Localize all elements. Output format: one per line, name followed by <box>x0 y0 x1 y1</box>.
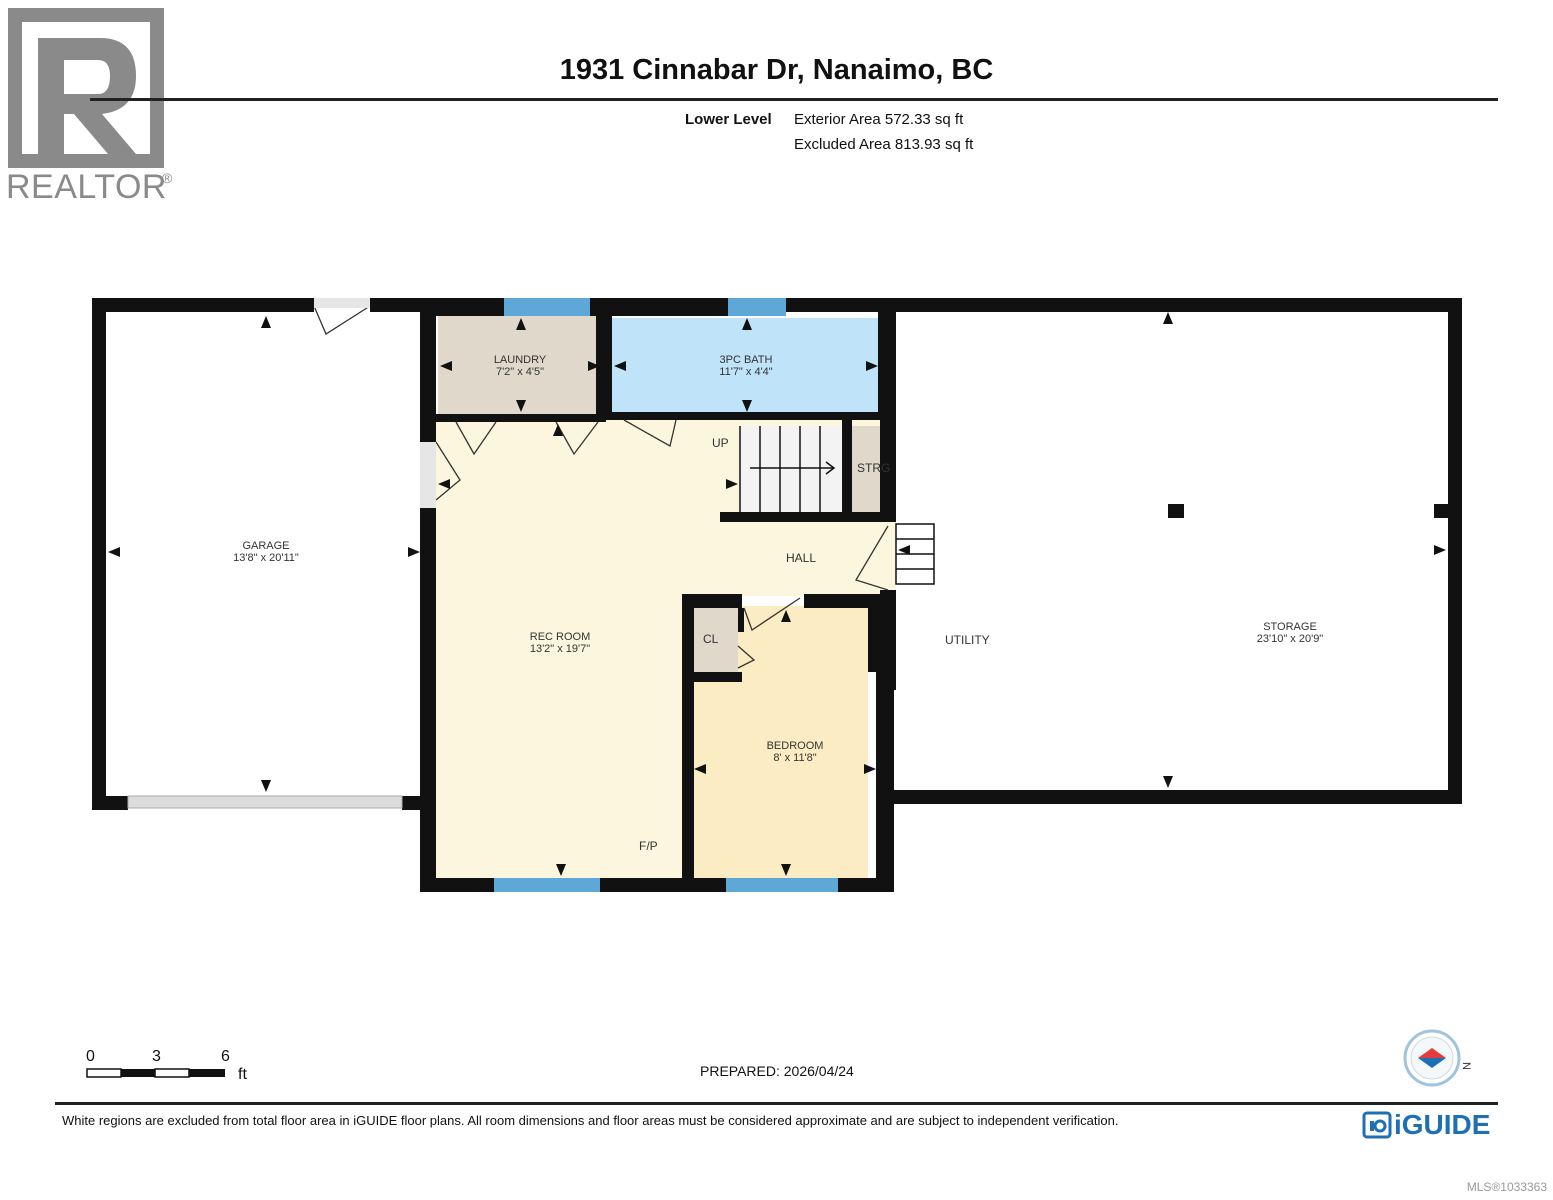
mls-number: MLS®1033363 <box>1466 1180 1547 1194</box>
level-name: Lower Level <box>685 111 772 128</box>
room-bedroom-dims: 8' x 11'8" <box>773 752 817 764</box>
scale-tick-3: 3 <box>152 1048 161 1065</box>
fireplace-label: F/P <box>639 839 658 853</box>
room-garage-dims: 13'8" x 20'11" <box>233 552 299 564</box>
scale-tick-0: 0 <box>86 1048 95 1065</box>
room-bath-dims: 11'7" x 4'4" <box>719 366 773 378</box>
rec-side-door <box>420 442 436 508</box>
header-rule <box>90 98 1498 101</box>
walls <box>92 298 1462 892</box>
closet-fill <box>694 608 738 674</box>
door-swings <box>313 305 889 669</box>
garage-door <box>127 795 403 809</box>
stairs-fill <box>740 426 844 512</box>
stairs <box>739 426 836 512</box>
room-strg: STRG <box>857 461 891 475</box>
scale-bar <box>86 1068 225 1078</box>
room-storage-dims: 23'10" x 20'9" <box>1256 633 1324 645</box>
registered-icon: ® <box>162 170 173 186</box>
room-bath: 3PC BATH 11'7" x 4'4" <box>696 354 796 378</box>
dimension-arrows <box>108 312 1446 876</box>
room-closet: CL <box>703 632 719 646</box>
realtor-logo <box>8 8 164 168</box>
stairs-up-label: UP <box>712 436 729 450</box>
scale-tick-6: 6 <box>221 1048 230 1065</box>
exterior-steps <box>895 523 935 585</box>
iguide-wordmark: iGUIDE <box>1394 1109 1491 1140</box>
iguide-mark-icon <box>1362 1111 1392 1139</box>
room-laundry-dims: 7'2" x 4'5" <box>495 366 545 378</box>
footer-rule <box>55 1102 1498 1105</box>
excluded-area: Excluded Area 813.93 sq ft <box>794 136 974 153</box>
room-rec-room: REC ROOM 13'2" x 19'7" <box>500 631 620 655</box>
room-rec-room-name: REC ROOM <box>529 631 591 643</box>
compass-label: N <box>1459 1062 1472 1070</box>
room-garage: GARAGE 13'8" x 20'11" <box>206 540 326 564</box>
room-bedroom: BEDROOM 8' x 11'8" <box>735 740 855 764</box>
windows <box>494 298 838 892</box>
rec-room-fill-lower <box>436 522 682 878</box>
realtor-wordmark: REALTOR <box>6 168 167 206</box>
garage-side-door <box>314 298 370 308</box>
iguide-logo: iGUIDE <box>1362 1109 1490 1141</box>
room-bath-name: 3PC BATH <box>719 354 773 366</box>
compass-icon <box>1403 1029 1461 1087</box>
bath-fill <box>612 318 880 414</box>
exterior-area: Exterior Area 572.33 sq ft <box>794 111 964 128</box>
room-storage: STORAGE 23'10" x 20'9" <box>1230 621 1350 645</box>
room-storage-name: STORAGE <box>1263 621 1317 633</box>
page-title: 1931 Cinnabar Dr, Nanaimo, BC <box>559 54 994 86</box>
hall-fill <box>682 522 896 596</box>
room-laundry: LAUNDRY 7'2" x 4'5" <box>470 354 570 378</box>
room-utility: UTILITY <box>945 633 990 647</box>
room-bedroom-name: BEDROOM <box>766 740 824 752</box>
room-hall: HALL <box>786 551 817 565</box>
room-garage-name: GARAGE <box>242 540 290 552</box>
realtor-r-icon <box>8 8 164 168</box>
prepared-date: PREPARED: 2026/04/24 <box>700 1063 854 1079</box>
floor-plan <box>92 298 1462 892</box>
room-rec-room-dims: 13'2" x 19'7" <box>529 643 591 655</box>
footer-disclaimer: White regions are excluded from total fl… <box>62 1113 1119 1128</box>
room-laundry-name: LAUNDRY <box>493 354 547 366</box>
scale-unit: ft <box>238 1066 247 1083</box>
